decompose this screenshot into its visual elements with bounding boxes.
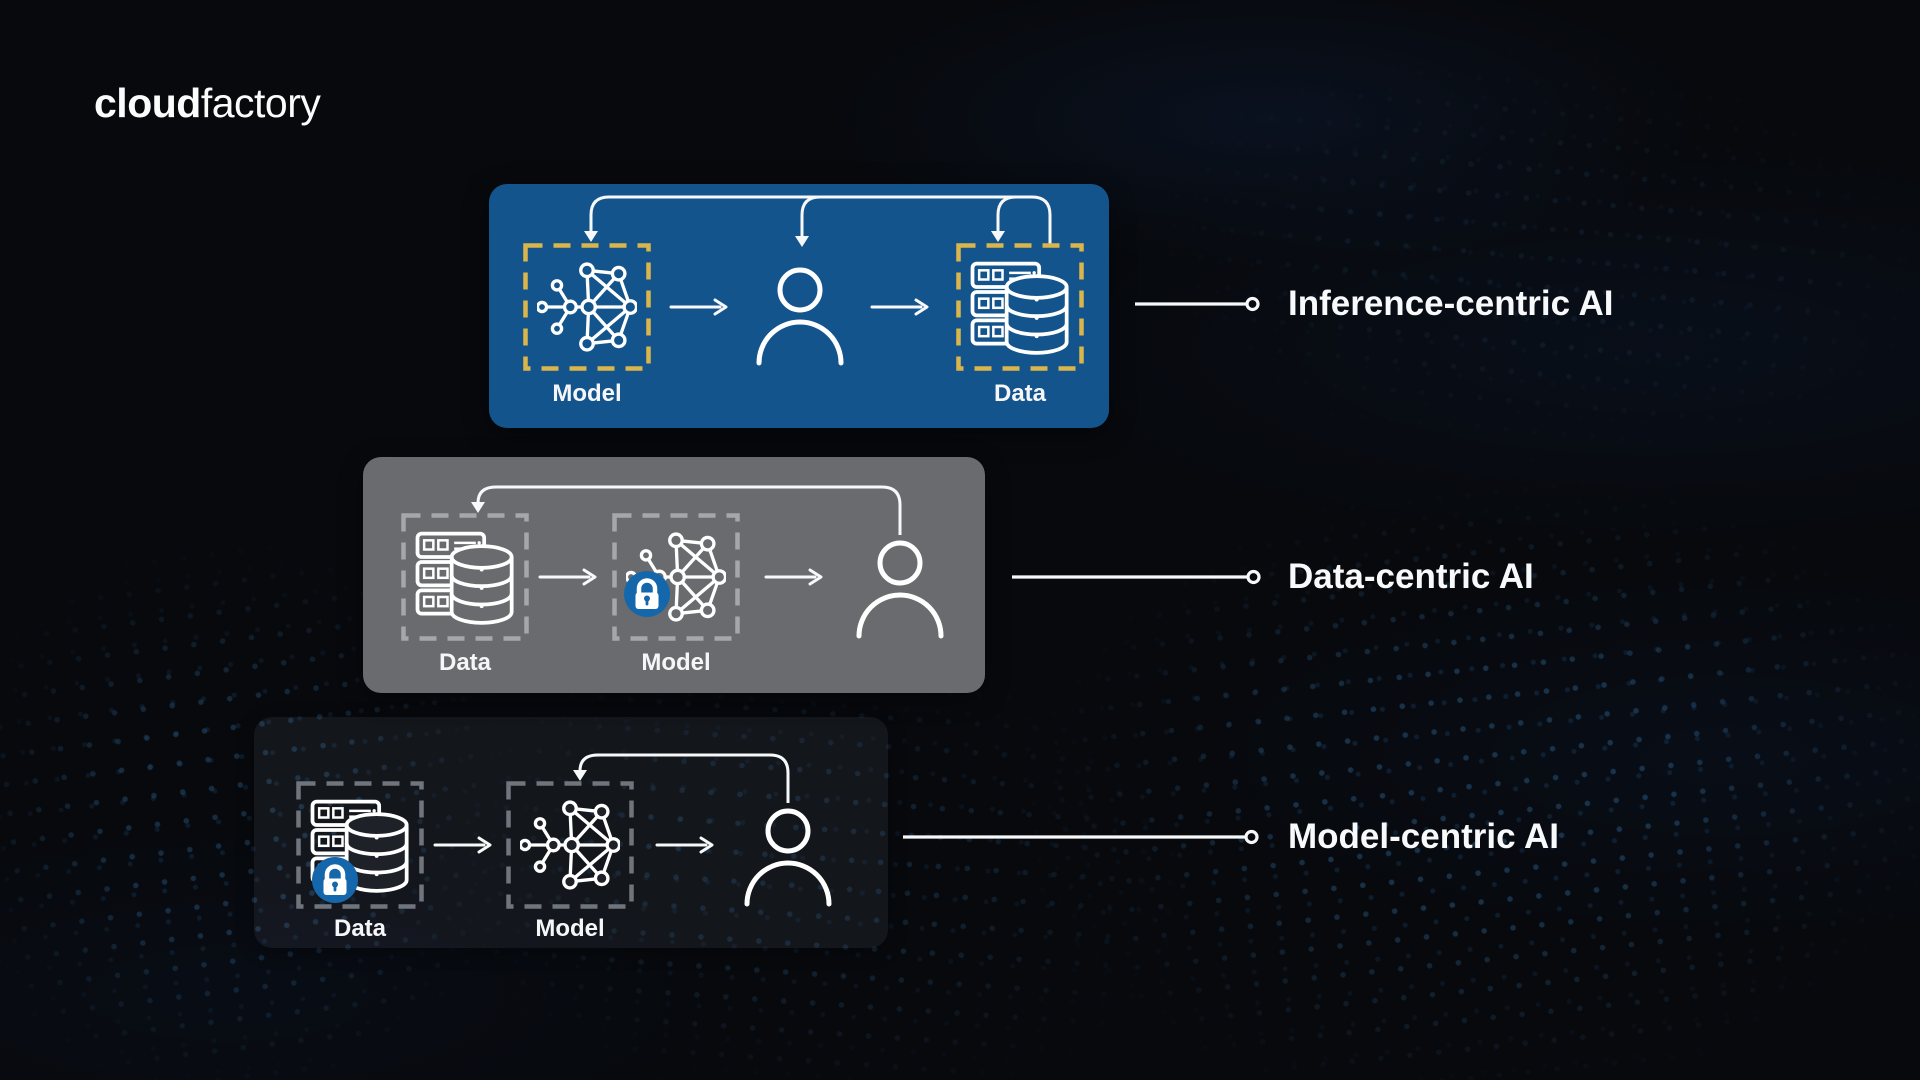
feedback-loop-arrows — [471, 485, 902, 535]
tile-label: Data — [438, 649, 492, 676]
arrow-right-icon — [655, 836, 714, 854]
dot-wave-pattern — [1112, 5, 1920, 505]
logo-bold-part: cloud — [94, 80, 201, 126]
lock-icon — [624, 571, 670, 617]
row-title-inference: Inference-centric AI — [1288, 284, 1614, 323]
data-centric-panel: Data Model — [363, 457, 985, 693]
row-title-model: Model-centric AI — [1288, 817, 1559, 856]
arrow-right-icon — [870, 298, 929, 316]
person-icon — [740, 805, 836, 909]
dashed-frame — [296, 781, 424, 909]
data-tile — [401, 513, 529, 641]
connector-line — [903, 829, 1259, 845]
dashed-frame — [523, 243, 651, 371]
dashed-frame — [506, 781, 634, 909]
feedback-loop-arrows — [573, 753, 790, 803]
person-icon — [752, 264, 848, 368]
tile-label: Data — [333, 915, 387, 942]
arrow-right-icon — [764, 568, 823, 586]
dashed-frame — [956, 243, 1084, 371]
model-centric-panel: Data Model — [254, 717, 888, 948]
lock-icon — [312, 857, 358, 903]
neural-network-icon — [520, 800, 620, 890]
tile-label: Model — [641, 649, 711, 676]
tile-label: Model — [552, 380, 622, 407]
dashed-frame — [401, 513, 529, 641]
cloudfactory-logo: cloudfactory — [94, 80, 321, 126]
data-tile — [296, 781, 424, 909]
tile-label: Model — [535, 915, 605, 942]
database-icon — [415, 531, 514, 625]
model-tile — [523, 243, 651, 371]
model-tile — [506, 781, 634, 909]
model-tile — [612, 513, 740, 641]
dot-wave-pattern — [990, 432, 1920, 1080]
connector-line — [1135, 296, 1260, 312]
person-icon — [852, 537, 948, 641]
arrow-right-icon — [433, 836, 492, 854]
inference-centric-panel: Model Data — [489, 184, 1109, 428]
arrow-right-icon — [538, 568, 597, 586]
tile-label: Data — [993, 380, 1047, 407]
connector-line — [1012, 569, 1261, 585]
data-tile — [956, 243, 1084, 371]
dashed-frame — [612, 513, 740, 641]
database-icon — [970, 261, 1069, 355]
neural-network-icon — [537, 262, 637, 352]
arrow-right-icon — [669, 298, 728, 316]
row-title-data: Data-centric AI — [1288, 557, 1534, 596]
logo-light-part: factory — [200, 80, 321, 126]
feedback-loop-arrows — [584, 195, 1052, 247]
